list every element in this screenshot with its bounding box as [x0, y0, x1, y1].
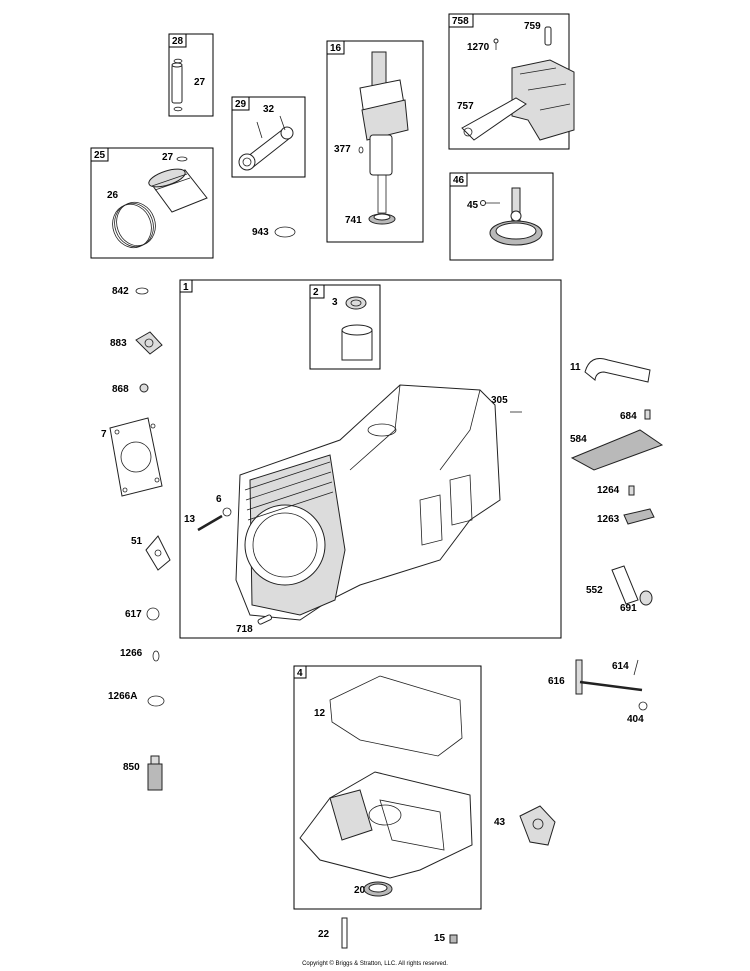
seal-691-part	[639, 590, 653, 606]
seal-842-part	[135, 287, 149, 295]
part-label-850[interactable]: 850	[123, 762, 140, 773]
bracket-1263-part	[623, 508, 655, 525]
seal-943-part	[274, 226, 296, 238]
box-number: 16	[330, 43, 342, 54]
box-number: 29	[235, 99, 247, 110]
gasket-51-part	[145, 535, 171, 571]
box-29: 29 32	[231, 96, 306, 178]
part-label-1270[interactable]: 1270	[467, 42, 490, 53]
box-46: 46 45	[449, 172, 554, 261]
part-label-614[interactable]: 614	[612, 661, 629, 672]
part-label-32[interactable]: 32	[263, 104, 275, 115]
plug-868-part	[139, 383, 149, 393]
part-label-759[interactable]: 759	[524, 21, 541, 32]
governor-bracket-part	[461, 59, 575, 141]
part-label-26[interactable]: 26	[107, 190, 119, 201]
part-label-377[interactable]: 377	[334, 144, 351, 155]
part-label-7[interactable]: 7	[101, 429, 107, 440]
box-4: 4 12 20	[293, 665, 482, 910]
part-label-552[interactable]: 552	[586, 585, 603, 596]
box-number: 758	[452, 16, 469, 27]
part-label-718[interactable]: 718	[236, 624, 253, 635]
part-label-22[interactable]: 22	[318, 929, 330, 940]
part-label-404[interactable]: 404	[627, 714, 644, 725]
part-label-757[interactable]: 757	[457, 101, 474, 112]
crankshaft-part	[359, 51, 409, 214]
tube-552-part	[611, 565, 639, 605]
governor-shaft-part	[575, 659, 643, 695]
cylinder-block-part	[235, 384, 501, 621]
box-number: 2	[313, 287, 319, 298]
part-label-943[interactable]: 943	[252, 227, 269, 238]
timing-gear-part	[368, 213, 396, 225]
part-label-13[interactable]: 13	[184, 514, 196, 525]
screw-684-part	[644, 409, 651, 420]
part-label-684[interactable]: 684	[620, 411, 637, 422]
part-label-691[interactable]: 691	[620, 603, 637, 614]
head-gasket-part	[109, 417, 163, 497]
part-label-842[interactable]: 842	[112, 286, 129, 297]
part-label-868[interactable]: 868	[112, 384, 129, 395]
box-number: 1	[183, 282, 189, 293]
part-label-45[interactable]: 45	[467, 200, 479, 211]
box-number: 46	[453, 175, 465, 186]
sump-part	[299, 771, 473, 879]
part-label-20[interactable]: 20	[354, 885, 366, 896]
box-number: 28	[172, 36, 184, 47]
part-label-1264[interactable]: 1264	[597, 485, 620, 496]
oil-pump-43-part	[519, 805, 556, 846]
piston-pin-part	[171, 58, 183, 112]
part-label-305[interactable]: 305	[491, 395, 508, 406]
box-number: 25	[94, 150, 106, 161]
part-label-584[interactable]: 584	[570, 434, 587, 445]
part-label-883[interactable]: 883	[110, 338, 127, 349]
box-2: 2 3	[309, 284, 381, 370]
ring-1266-part	[152, 650, 160, 662]
box-28: 28 27	[168, 33, 214, 117]
box-758: 758 759 1270 757	[448, 13, 575, 150]
part-label-27[interactable]: 27	[194, 77, 206, 88]
ring-1266A-part	[147, 695, 165, 707]
part-label-617[interactable]: 617	[125, 609, 142, 620]
seal-617-part	[146, 607, 160, 621]
plate-584-part	[570, 429, 664, 471]
copyright-notice: Copyright © Briggs & Stratton, LLC. All …	[302, 961, 448, 967]
part-label-15[interactable]: 15	[434, 933, 446, 944]
cam-gear-part	[489, 187, 543, 246]
part-label-6[interactable]: 6	[216, 494, 222, 505]
part-label-3[interactable]: 3	[332, 297, 338, 308]
box-16: 16 377 741	[326, 40, 424, 243]
plug-15-part	[449, 934, 458, 944]
bolt-22-part	[341, 917, 348, 949]
piston-rings-part	[112, 201, 156, 249]
part-label-616[interactable]: 616	[548, 676, 565, 687]
part-label-1266A[interactable]: 1266A	[108, 691, 137, 702]
part-label-741[interactable]: 741	[345, 215, 362, 226]
screw-1264-part	[628, 485, 635, 496]
connecting-rod-part	[238, 115, 294, 171]
part-label-1263[interactable]: 1263	[597, 514, 620, 525]
part-label-1266[interactable]: 1266	[120, 648, 143, 659]
part-label-12[interactable]: 12	[314, 708, 326, 719]
part-label-51[interactable]: 51	[131, 536, 143, 547]
box-1: 1 2 3 305 6 13 718	[179, 279, 562, 639]
dipstick-tube-part	[584, 358, 651, 383]
sealant-tube-part	[147, 755, 163, 791]
breather-883-part	[135, 331, 163, 355]
part-label-11[interactable]: 11	[570, 362, 581, 373]
washer-404-part	[638, 701, 648, 711]
box-25: 25 27 26	[90, 147, 214, 259]
piston-part	[148, 168, 208, 213]
part-label-43[interactable]: 43	[494, 817, 506, 828]
sump-gasket-part	[329, 675, 463, 757]
part-label-27[interactable]: 27	[162, 152, 174, 163]
box-number: 4	[297, 668, 303, 679]
